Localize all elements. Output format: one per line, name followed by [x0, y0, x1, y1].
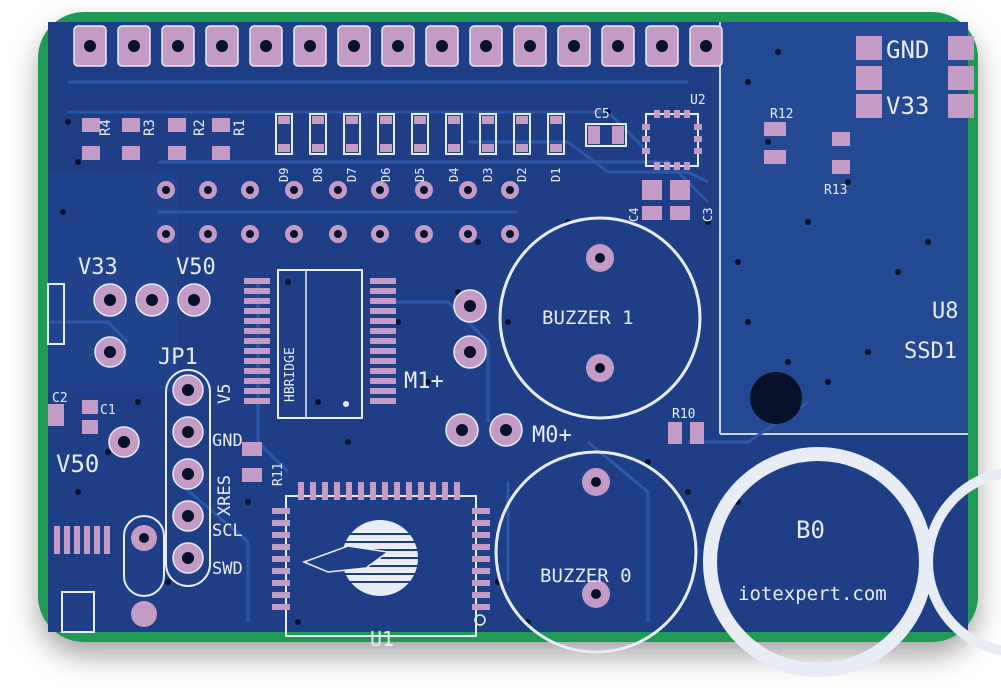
small-passives: [48, 400, 704, 482]
cypress-logo: [301, 520, 418, 596]
power-jumper: [47, 283, 211, 368]
label-u8: U8: [932, 299, 959, 324]
resistors-r1-r4: [82, 118, 230, 160]
label-d5: D5: [413, 168, 427, 182]
label-d9: D9: [277, 168, 291, 182]
label-r3: R3: [142, 119, 158, 136]
label-buzzer1: BUZZER 1: [542, 307, 634, 329]
pad-rows: [157, 181, 519, 243]
r12-r13: [764, 122, 850, 174]
label-swd: SWD: [212, 559, 243, 579]
label-r12: R12: [770, 107, 793, 122]
hbridge-ic: [244, 269, 396, 419]
label-r11: R11: [271, 463, 286, 486]
label-c2: C2: [52, 391, 68, 406]
silkscreen: R4 R3 R2 R1 D9 D8 D7 D6 D5 D4 D3 D2 D1 C…: [52, 36, 959, 651]
pcb-artwork: R4 R3 R2 R1 D9 D8 D7 D6 D5 D4 D3 D2 D1 C…: [47, 22, 1001, 677]
c1-pad: [108, 426, 140, 458]
label-website: iotexpert.com: [738, 583, 887, 605]
label-ssd: SSD1: [904, 339, 957, 364]
label-c5: C5: [594, 107, 610, 122]
motor-pads: [445, 289, 523, 447]
label-v50: V50: [176, 255, 216, 280]
label-scl: SCL: [212, 521, 243, 541]
label-r13: R13: [824, 183, 847, 198]
label-u2: U2: [690, 93, 706, 108]
c5-u2: [585, 110, 702, 220]
label-hbridge: HBRIDGE: [283, 347, 298, 402]
label-buzzer0: BUZZER 0: [540, 565, 632, 587]
bottom-left-pads: [54, 515, 165, 633]
leds-d1-d9: [275, 113, 565, 155]
label-v33: V33: [78, 255, 118, 280]
pcb-board: R4 R3 R2 R1 D9 D8 D7 D6 D5 D4 D3 D2 D1 C…: [47, 22, 1001, 677]
label-d4: D4: [447, 168, 461, 182]
label-c1: C1: [100, 403, 116, 418]
label-m1: M1+: [404, 369, 444, 394]
board-frame: R4 R3 R2 R1 D9 D8 D7 D6 D5 D4 D3 D2 D1 C…: [38, 12, 1001, 677]
label-u1: U1: [370, 627, 394, 651]
label-c4: C4: [627, 208, 641, 222]
label-d8: D8: [311, 168, 325, 182]
label-r4: R4: [98, 119, 114, 136]
oled-header-pads: [856, 36, 974, 118]
label-v5: V5: [215, 384, 235, 404]
label-d7: D7: [345, 168, 359, 182]
buzzer-1: [498, 216, 702, 420]
header-pins-top: [73, 25, 723, 67]
oled-pour: [720, 22, 968, 434]
label-d1: D1: [549, 168, 563, 182]
label-gnd: GND: [212, 431, 243, 451]
mounting-hole: [750, 372, 802, 424]
label-d6: D6: [379, 168, 393, 182]
label-c3: C3: [701, 208, 715, 222]
label-v50-bottom: V50: [56, 450, 99, 478]
label-r2: R2: [192, 119, 208, 136]
label-xres: XRES: [215, 475, 235, 516]
label-r1: R1: [232, 119, 248, 136]
label-d2: D2: [515, 168, 529, 182]
jp1-header: [165, 369, 211, 587]
label-r10: R10: [672, 407, 695, 422]
label-gnd-top: GND: [886, 36, 929, 64]
label-jp1: JP1: [158, 345, 198, 370]
label-b0: B0: [796, 516, 825, 544]
label-v33-top: V33: [886, 92, 929, 120]
label-m0: M0+: [532, 423, 572, 448]
label-d3: D3: [481, 168, 495, 182]
battery-b0: [703, 447, 1001, 677]
u1-chip: [272, 482, 490, 637]
buzzer-0: [494, 450, 698, 654]
